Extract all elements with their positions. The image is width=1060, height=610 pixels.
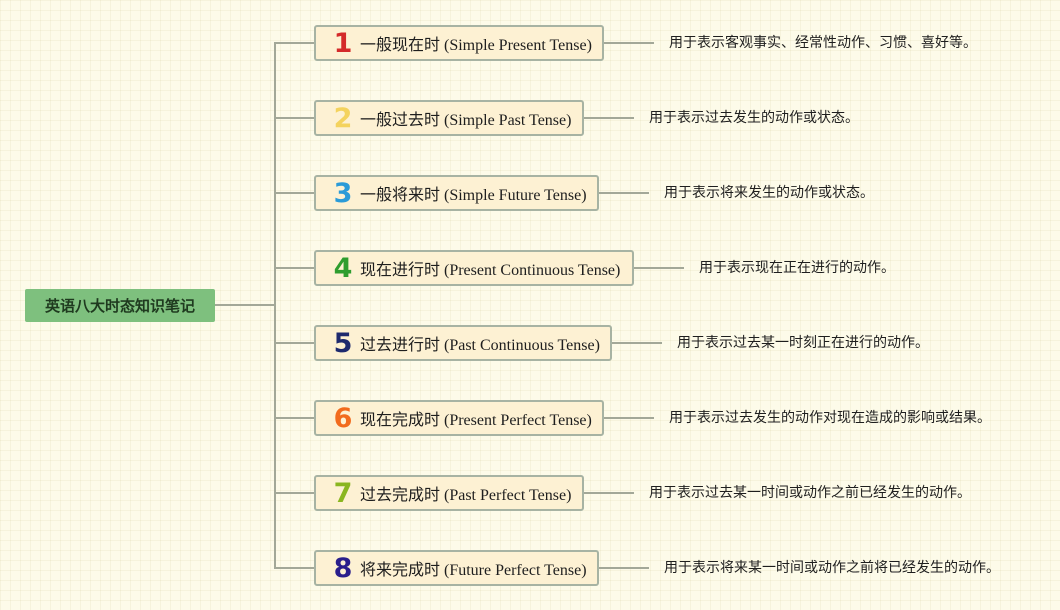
tense-label: 现在进行时 (Present Continuous Tense) (360, 262, 621, 279)
tense-node-3[interactable]: 3 一般将来时 (Simple Future Tense) (314, 175, 599, 211)
tense-number-badge: 2 (333, 102, 353, 134)
tense-number-badge: 8 (333, 552, 353, 584)
branch-connector (274, 492, 314, 494)
tense-node-2[interactable]: 2 一般过去时 (Simple Past Tense) (314, 100, 584, 136)
tense-number-badge: 3 (333, 177, 353, 209)
branch-connector (274, 267, 314, 269)
leaf-connector (612, 342, 662, 344)
tense-description: 用于表示过去某一时间或动作之前已经发生的动作。 (649, 485, 971, 501)
tense-label: 过去进行时 (Past Continuous Tense) (360, 337, 600, 354)
tense-label: 一般将来时 (Simple Future Tense) (360, 187, 587, 204)
tense-description: 用于表示将来发生的动作或状态。 (664, 185, 874, 201)
branch-connector (274, 342, 314, 344)
tense-description: 用于表示过去发生的动作对现在造成的影响或结果。 (669, 410, 991, 426)
leaf-connector (604, 42, 654, 44)
tense-label: 一般现在时 (Simple Present Tense) (360, 37, 592, 54)
leaf-connector (604, 417, 654, 419)
tense-node-4[interactable]: 4 现在进行时 (Present Continuous Tense) (314, 250, 634, 286)
root-label: 英语八大时态知识笔记 (44, 297, 195, 315)
tense-label: 一般过去时 (Simple Past Tense) (360, 112, 572, 129)
tense-node-8[interactable]: 8 将来完成时 (Future Perfect Tense) (314, 550, 599, 586)
tense-description: 用于表示现在正在进行的动作。 (699, 260, 895, 276)
trunk-line (274, 42, 276, 568)
root-connector (215, 304, 276, 306)
tense-number-badge: 1 (333, 27, 353, 59)
branch-connector (274, 42, 314, 44)
tense-description: 用于表示过去某一时刻正在进行的动作。 (677, 335, 929, 351)
leaf-connector (634, 267, 684, 269)
tense-node-6[interactable]: 6 现在完成时 (Present Perfect Tense) (314, 400, 604, 436)
tense-node-1[interactable]: 1 一般现在时 (Simple Present Tense) (314, 25, 604, 61)
tense-number-badge: 4 (333, 252, 353, 284)
leaf-connector (599, 567, 649, 569)
leaf-connector (584, 117, 634, 119)
tense-description: 用于表示将来某一时间或动作之前将已经发生的动作。 (664, 560, 1000, 576)
root-node[interactable]: 英语八大时态知识笔记 (25, 289, 215, 322)
tense-label: 过去完成时 (Past Perfect Tense) (360, 487, 572, 504)
branch-connector (274, 417, 314, 419)
tense-description: 用于表示客观事实、经常性动作、习惯、喜好等。 (669, 35, 977, 51)
tense-description: 用于表示过去发生的动作或状态。 (649, 110, 859, 126)
tense-node-7[interactable]: 7 过去完成时 (Past Perfect Tense) (314, 475, 584, 511)
tense-number-badge: 7 (333, 477, 353, 509)
tense-number-badge: 5 (333, 327, 353, 359)
branch-connector (274, 117, 314, 119)
tense-label: 将来完成时 (Future Perfect Tense) (360, 562, 587, 579)
leaf-connector (599, 192, 649, 194)
branch-connector (274, 192, 314, 194)
leaf-connector (584, 492, 634, 494)
tense-label: 现在完成时 (Present Perfect Tense) (360, 412, 592, 429)
tense-node-5[interactable]: 5 过去进行时 (Past Continuous Tense) (314, 325, 612, 361)
branch-connector (274, 567, 314, 569)
tense-number-badge: 6 (333, 402, 353, 434)
